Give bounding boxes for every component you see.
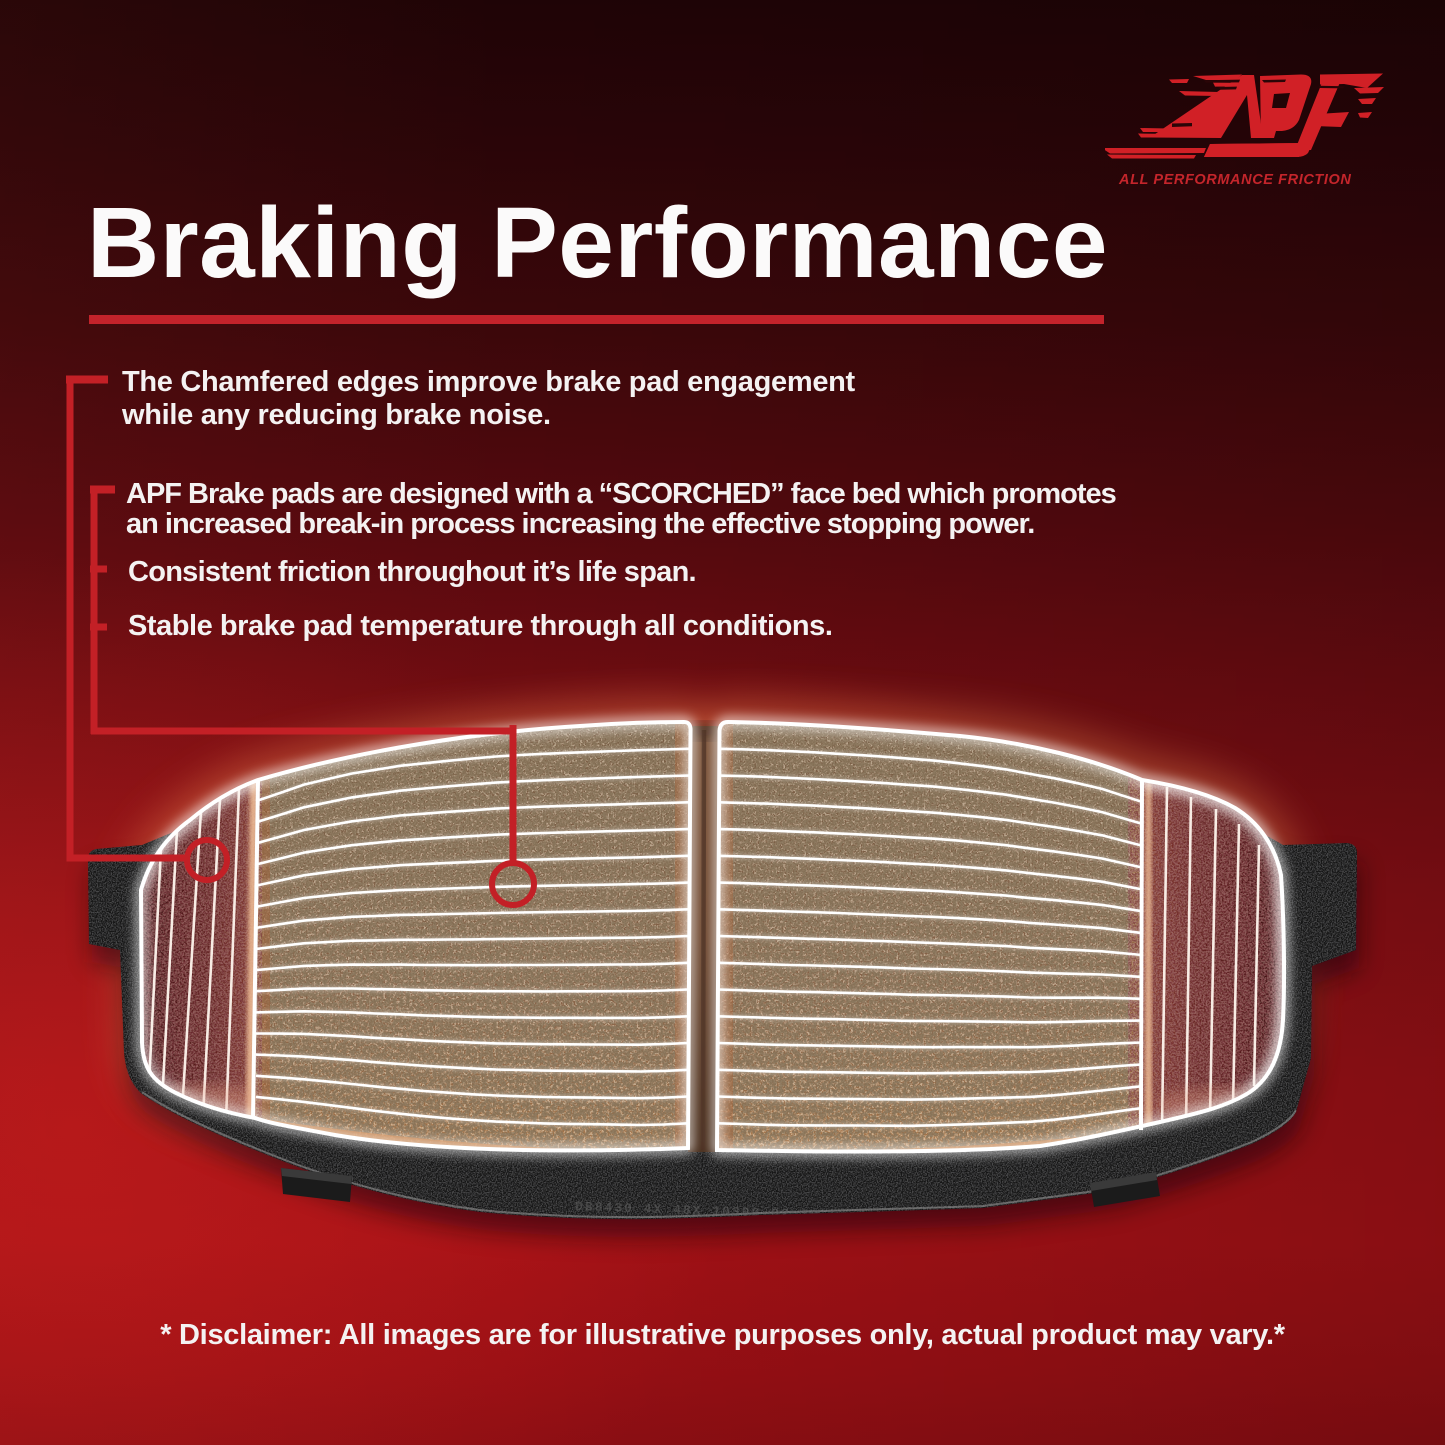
svg-text:ALL PERFORMANCE FRICTION: ALL PERFORMANCE FRICTION [1118,172,1351,188]
